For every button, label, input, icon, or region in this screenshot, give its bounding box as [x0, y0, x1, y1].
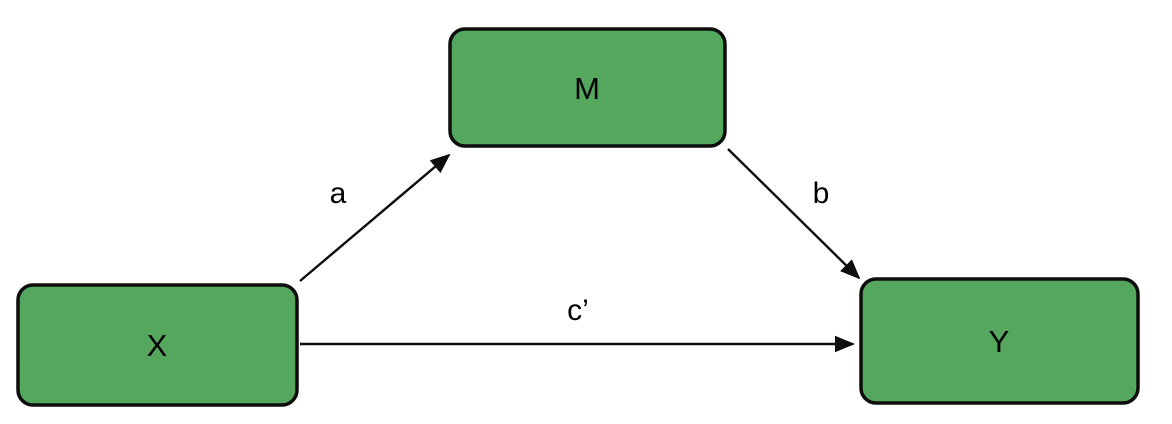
node-m-box [448, 27, 727, 148]
edge-c-prime: c’ [300, 294, 855, 353]
edge-b: b [727, 148, 861, 280]
edge-a-label: a [330, 177, 347, 210]
node-x-box [16, 283, 299, 407]
edge-b-line [727, 148, 861, 280]
node-x-label: X [147, 328, 168, 363]
edge-c-prime-label: c’ [567, 294, 589, 327]
node-y-box [859, 277, 1140, 405]
node-m-label: M [574, 71, 600, 106]
node-m: M [448, 27, 727, 148]
edge-b-label: b [813, 177, 830, 210]
node-y-label: Y [989, 324, 1010, 359]
node-x: X [16, 283, 299, 407]
node-y: Y [859, 277, 1140, 405]
edge-a: a [299, 153, 451, 282]
edge-a-line [299, 153, 451, 282]
